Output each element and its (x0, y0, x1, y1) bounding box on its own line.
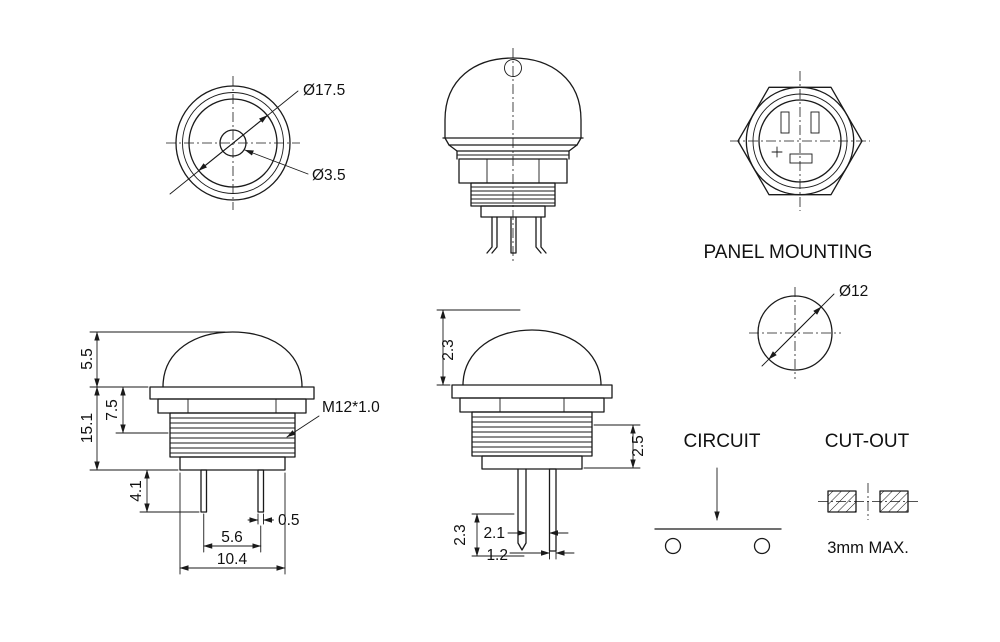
dim-pin-height: 4.1 (128, 480, 145, 502)
dim-dome-height: 5.5 (79, 348, 96, 370)
thread-spec-label: M12*1.0 (322, 399, 380, 416)
front-view-drawing: 5.5 15.1 7.5 4.1 M12*1.0 0.5 5.6 10.4 (79, 331, 380, 575)
dim-pin-thickness: 1.2 (486, 547, 508, 564)
panel-thickness-note: 3mm MAX. (827, 539, 909, 557)
circuit-section: CIRCUIT (654, 431, 782, 555)
panel-mounting-section: PANEL MOUNTING Ø12 (704, 242, 873, 379)
dim-outer-diameter: Ø17.5 (303, 82, 345, 99)
dim-hole-diameter: Ø12 (839, 283, 868, 300)
dim-upper-height: 7.5 (104, 399, 121, 421)
dim-panel-depth: 2.5 (630, 435, 647, 457)
dim-inner-diameter: Ø3.5 (312, 167, 346, 184)
cutout-section: CUT-OUT 3mm MAX. (818, 431, 918, 557)
circuit-title: CIRCUIT (683, 431, 760, 452)
terminal-slot-right (810, 111, 820, 134)
dim-top-travel: 2.3 (440, 339, 457, 361)
side-view-upper-drawing (442, 48, 584, 262)
dim-pin-length: 2.3 (452, 524, 469, 546)
contact-left (664, 537, 682, 555)
panel-mounting-title: PANEL MOUNTING (704, 242, 873, 263)
panel-section-left (827, 490, 857, 513)
dim-pin-width: 0.5 (278, 512, 300, 529)
dim-pin-spacing: 5.6 (221, 529, 243, 546)
cutout-title: CUT-OUT (825, 431, 910, 452)
mounting-hole-circle (757, 295, 833, 371)
rear-view-drawing (730, 71, 870, 211)
dim-pin-gap: 2.1 (483, 525, 505, 542)
dim-base-width: 10.4 (217, 551, 248, 568)
side-view-lower-drawing: 2.3 2.5 2.3 2.1 1.2 (436, 309, 647, 564)
contact-right (753, 537, 771, 555)
panel-section-right (879, 490, 909, 513)
dim-body-height: 15.1 (79, 413, 96, 443)
top-view-drawing: Ø17.5 Ø3.5 (166, 76, 346, 210)
terminal-slot-left (780, 111, 790, 134)
